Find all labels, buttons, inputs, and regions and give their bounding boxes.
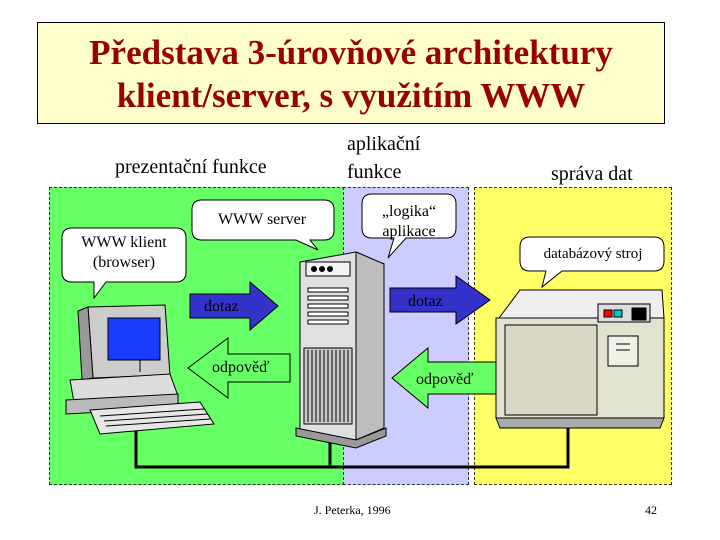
- server-bubble-text: WWW server: [217, 211, 307, 228]
- application-zone-label-line2: funkce: [347, 161, 402, 183]
- db-bubble-text: databázový stroj: [543, 246, 643, 262]
- arrow-query-2: [389, 275, 491, 325]
- title-box: Představa 3-úrovňové architektury klient…: [37, 22, 665, 124]
- query-label-2: dotaz: [408, 293, 443, 310]
- server-bubble: [191, 199, 335, 251]
- data-zone-label: správa dat: [551, 163, 633, 185]
- title-line-1: Představa 3-úrovňové architektury: [89, 33, 613, 72]
- arrow-response-2: [391, 346, 497, 410]
- arrow-query-1: [189, 280, 279, 332]
- response-label-2: odpověď: [416, 371, 474, 388]
- slide-title: Představa 3-úrovňové architektury klient…: [38, 31, 664, 117]
- database-machine: [494, 289, 665, 429]
- logic-bubble: [361, 193, 457, 259]
- author-credit: J. Peterka, 1996: [314, 503, 391, 517]
- logic-bubble-text: „logika“ aplikace: [381, 203, 437, 240]
- query-label-1: dotaz: [204, 298, 239, 315]
- application-zone-label-line1: aplikační: [347, 133, 421, 155]
- arrow-response-1: [187, 337, 291, 399]
- presentation-zone-label: prezentační funkce: [115, 156, 267, 178]
- db-bubble: [519, 236, 665, 289]
- client-bubble: [61, 227, 187, 300]
- page-number: 42: [645, 503, 657, 517]
- server-tower: [295, 251, 387, 449]
- response-label-1: odpověď: [212, 359, 270, 376]
- title-line-2: klient/server, s využitím WWW: [116, 76, 586, 115]
- client-bubble-text: WWW klient (browser): [81, 234, 167, 271]
- client-computer: [65, 304, 215, 435]
